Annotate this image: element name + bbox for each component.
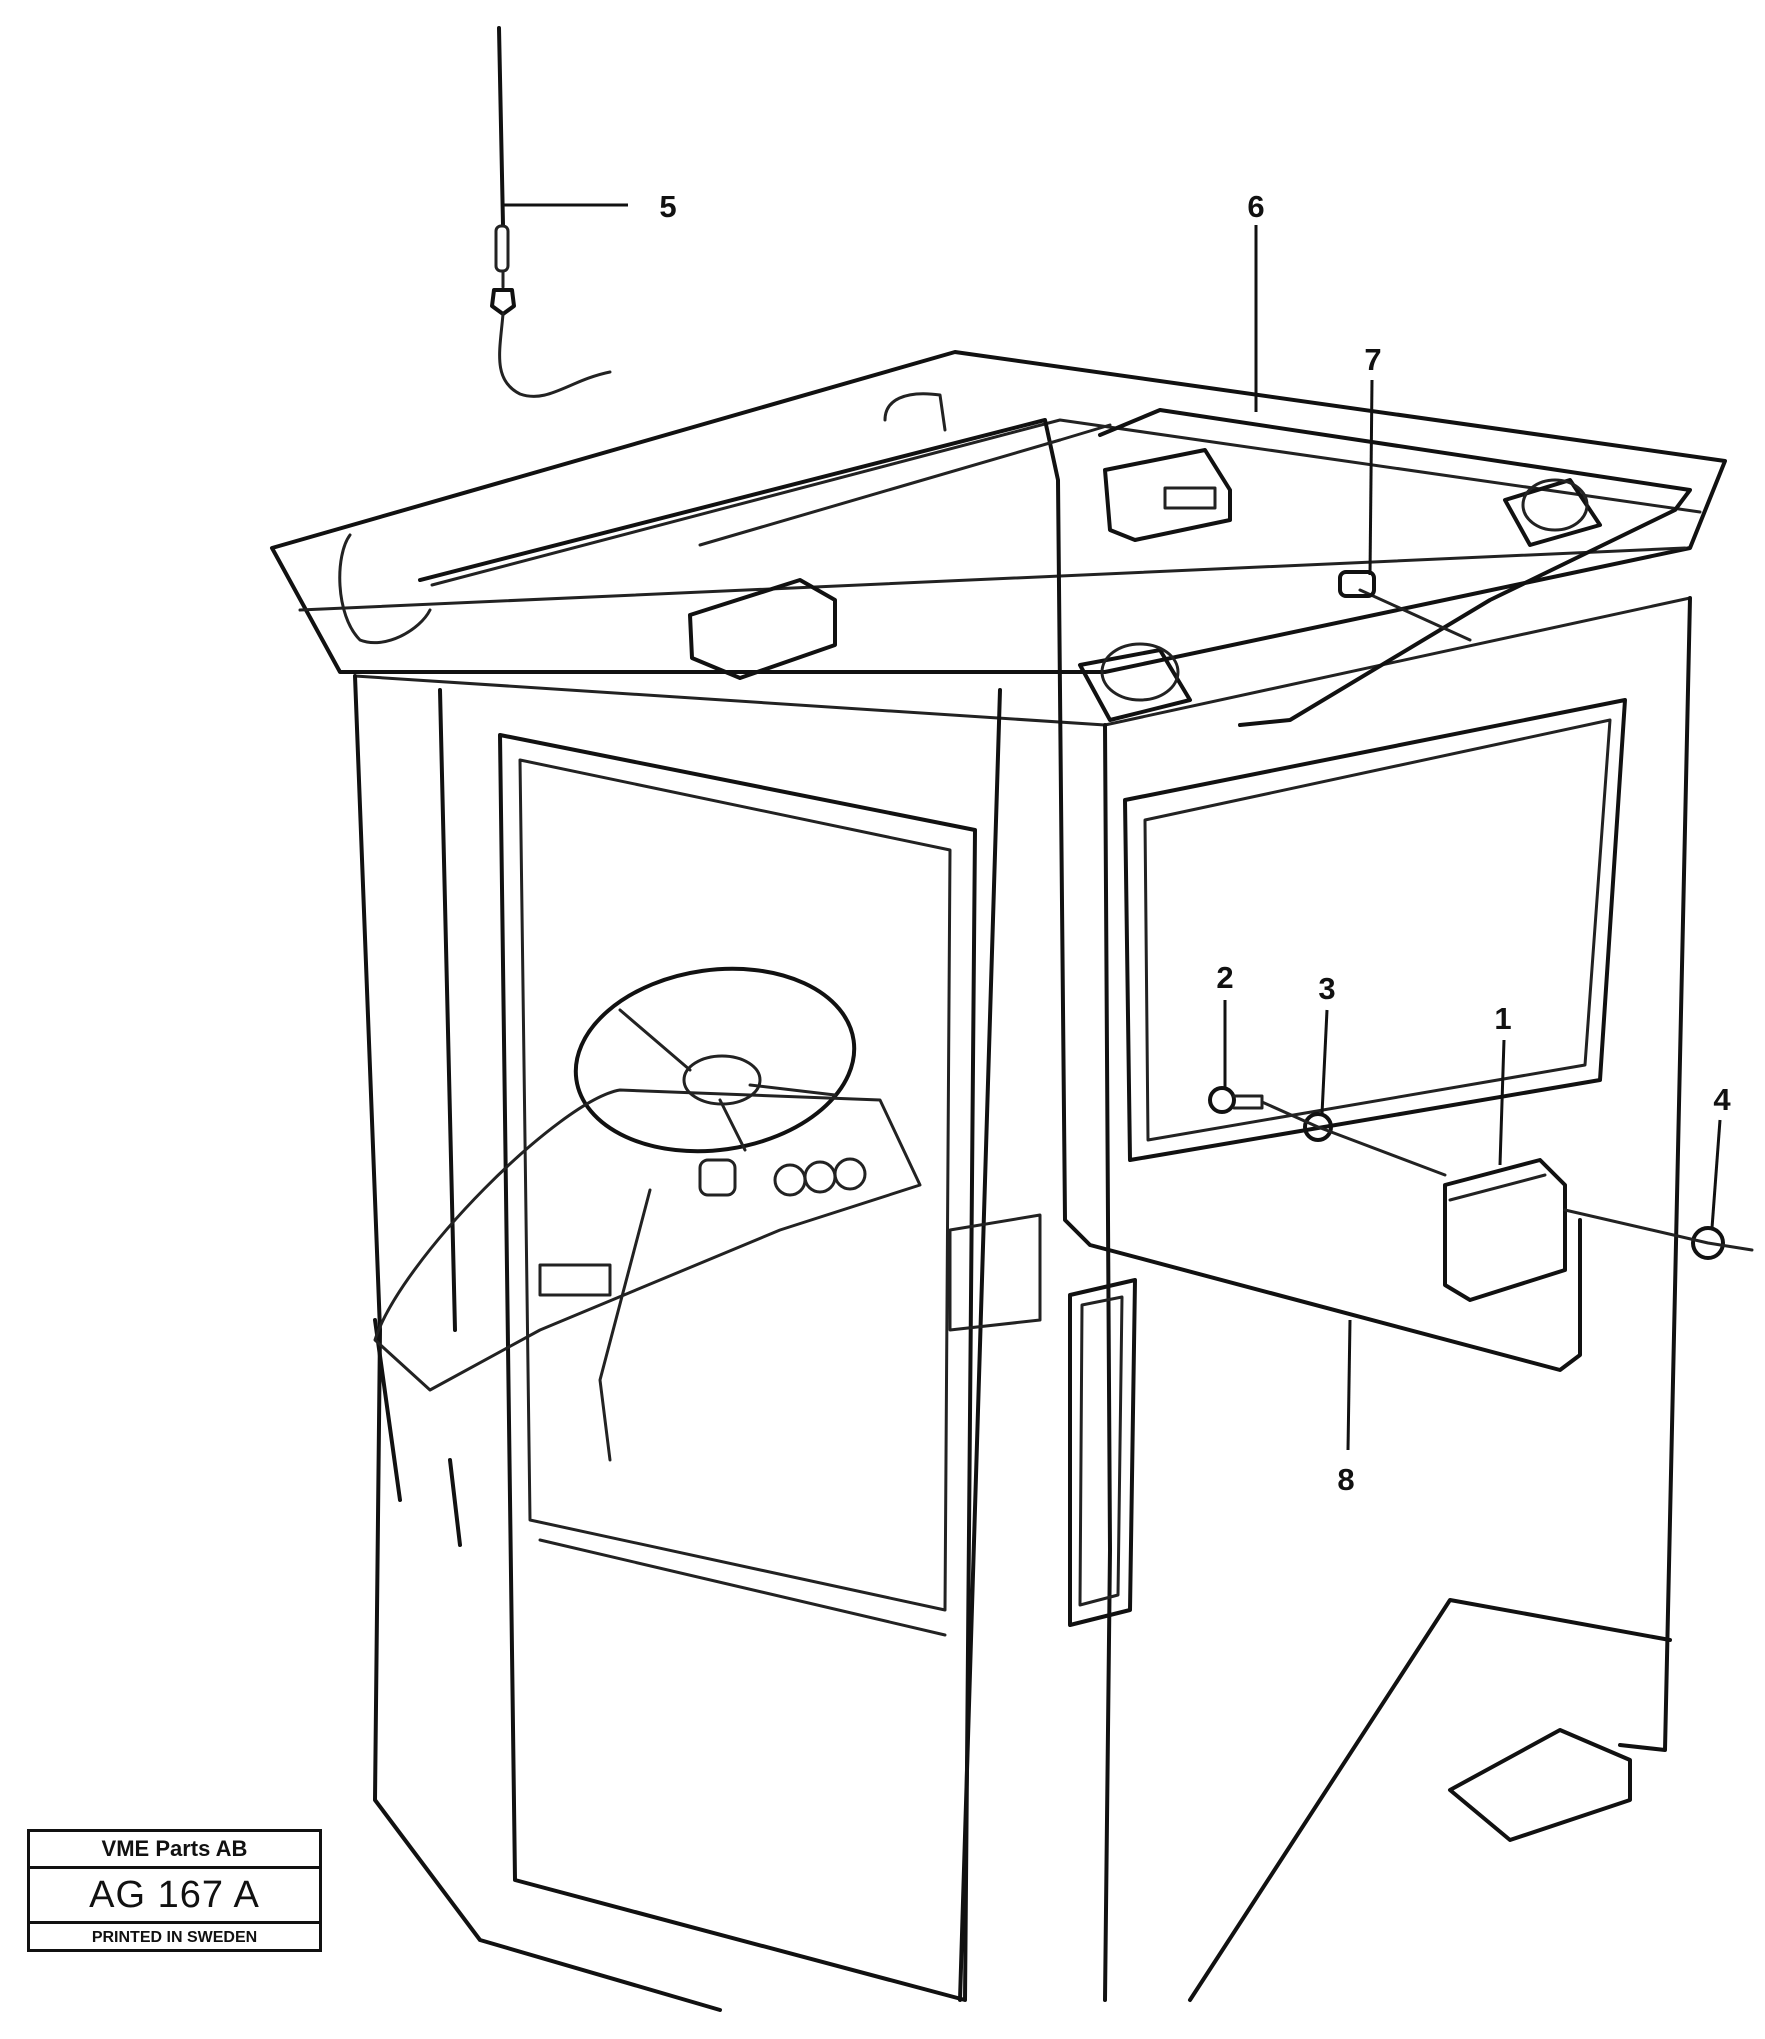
cab-body [353,596,1692,2012]
callout-2: 2 [1216,960,1233,995]
dashboard [373,1088,1042,1462]
control-unit [1443,1158,1567,1302]
callout-3: 3 [1318,971,1335,1006]
callout-7: 7 [1364,342,1381,377]
callout-1: 1 [1494,1001,1511,1036]
amplifier-box [688,578,837,680]
steering-wheel [573,966,857,1154]
screw [1208,1086,1264,1114]
plug-connector [1338,570,1376,598]
callout-5: 5 [659,189,676,224]
printed-note: PRINTED IN SWEDEN [91,1929,258,1946]
callout-4: 4 [1713,1082,1731,1117]
speaker-left [1078,642,1192,722]
leader-lines [503,203,1722,1451]
company-name: VME Parts AB [30,1832,319,1869]
callout-8: 8 [1337,1462,1354,1497]
speaker-right [1503,478,1602,547]
assembly-axis [1260,1100,1754,1252]
callout-6: 6 [1247,189,1264,224]
radio-unit [1103,448,1232,542]
antenna [490,26,612,398]
drawing-code: AG 167 A [30,1869,319,1924]
wiring-harness [418,408,1692,1372]
washer [1303,1112,1333,1142]
cab-roof [270,350,1727,727]
title-block: VME Parts AB AG 167 A PRINTED IN SWEDEN [27,1829,322,1952]
nut [1691,1226,1725,1260]
